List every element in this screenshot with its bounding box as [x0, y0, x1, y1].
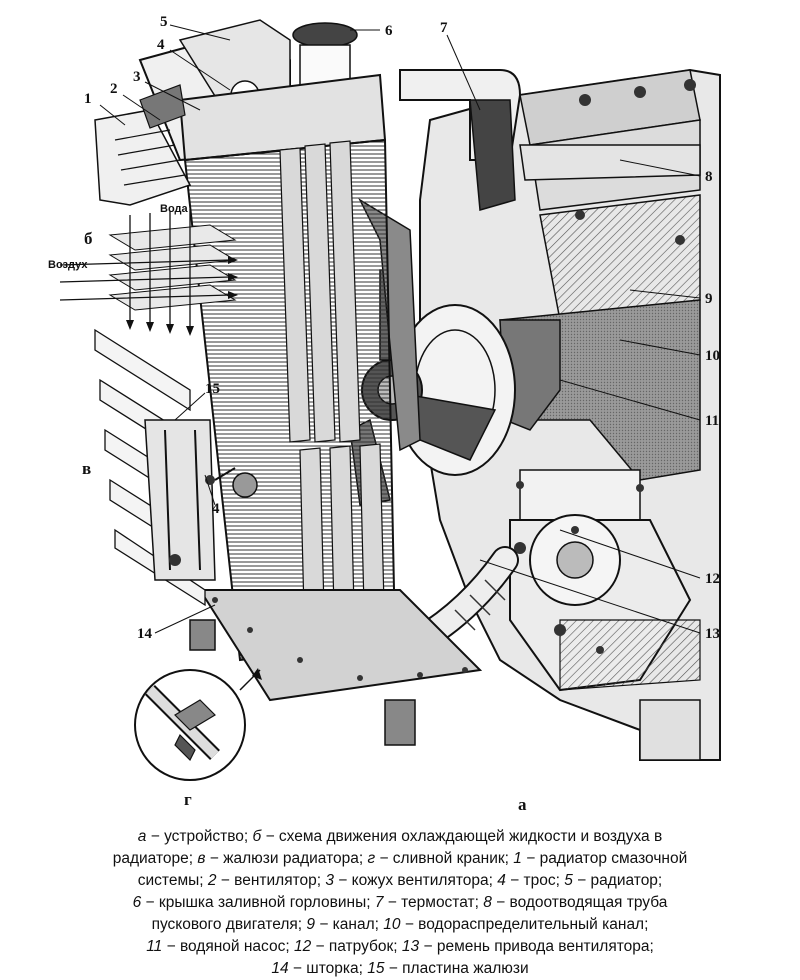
caption-text: радиаторе; — [112, 850, 198, 867]
callout-10: 10 — [705, 348, 720, 364]
caption-line: 11 − водяной насос; 12 − патрубок; 13 − … — [40, 936, 760, 958]
caption-key: 9 — [306, 916, 316, 933]
inset-flow-scheme: Вода Воздух — [48, 203, 238, 336]
caption-line: 6 − крышка заливной горловины; 7 − термо… — [40, 892, 760, 914]
callout-8: 8 — [705, 169, 713, 185]
callout-6: 6 — [385, 23, 393, 39]
caption-key: 4 — [497, 872, 506, 889]
cooling-system-diagram: Вода Воздух — [48, 14, 721, 814]
callout-14: 14 — [137, 626, 153, 642]
inset-label-water: Вода — [160, 203, 189, 215]
caption-key: 10 — [383, 916, 401, 933]
callouts: 1 2 3 4 5 6 7 8 9 10 11 12 13 14 15 4 — [84, 14, 720, 642]
caption-text: − устройство; — [146, 828, 253, 845]
caption-key: а — [137, 828, 147, 845]
caption-text: − радиатор смазочной — [521, 850, 688, 867]
caption-text: − сливной краник; — [375, 850, 514, 867]
callout-3: 3 — [133, 69, 141, 85]
caption-line: системы; 2 − вентилятор; 3 − кожух венти… — [40, 870, 760, 892]
caption-key: 2 — [207, 872, 217, 889]
caption-text: − водоотводящая труба — [491, 894, 668, 911]
caption-text: − пластина жалюзи — [384, 960, 529, 977]
callout-11: 11 — [705, 413, 719, 429]
caption-key: 5 — [564, 872, 573, 889]
caption-key: г — [367, 850, 376, 867]
callout-13: 13 — [705, 626, 720, 642]
caption-text: − канал; — [315, 916, 384, 933]
sublabel-v: в — [82, 459, 91, 478]
caption-key: 13 — [401, 938, 420, 955]
callout-7: 7 — [440, 20, 448, 36]
callout-12: 12 — [705, 571, 720, 587]
callout-2: 2 — [110, 81, 118, 97]
sublabel-a: а — [518, 795, 527, 814]
caption-line: 14 − шторка; 15 − пластина жалюзи — [40, 958, 760, 980]
caption-key: в — [197, 850, 206, 867]
caption-key: 14 — [271, 960, 289, 977]
engine-block — [399, 68, 721, 761]
radiator — [138, 19, 483, 746]
callout-9: 9 — [705, 291, 713, 307]
caption-key: 11 — [146, 938, 163, 955]
caption-text: − трос; — [505, 872, 565, 889]
caption-key: 7 — [374, 894, 384, 911]
caption-key: 3 — [325, 872, 334, 889]
caption-text: − вентилятор; — [216, 872, 326, 889]
leader-lines — [99, 24, 701, 634]
caption-key: 1 — [513, 850, 522, 867]
caption-line: пускового двигателя; 9 − канал; 10 − вод… — [40, 914, 760, 936]
caption-text: − жалюзи радиатора; — [205, 850, 368, 867]
caption-text: − крышка заливной горловины; — [141, 894, 375, 911]
inset-louvres — [94, 328, 236, 607]
caption-text: − водораспределительный канал; — [400, 916, 649, 933]
sublabel-b: б — [84, 229, 93, 248]
figure-caption: а − устройство; б − схема движения охлаж… — [40, 826, 760, 980]
caption-text: − схема движения охлаждающей жидкости и … — [261, 828, 663, 845]
caption-text: системы; — [137, 872, 208, 889]
caption-text: − патрубок; — [311, 938, 402, 955]
callout-1: 1 — [84, 91, 92, 107]
caption-text: − радиатор; — [572, 872, 663, 889]
caption-text: − шторка; — [288, 960, 368, 977]
caption-line: радиаторе; в − жалюзи радиатора; г − сли… — [40, 848, 760, 870]
caption-key: 8 — [483, 894, 492, 911]
caption-key: 15 — [367, 960, 385, 977]
inset-drain-valve — [134, 668, 262, 781]
caption-key: 6 — [132, 894, 142, 911]
caption-text: − кожух вентилятора; — [334, 872, 498, 889]
caption-key: б — [252, 828, 262, 845]
caption-line: а − устройство; б − схема движения охлаж… — [40, 826, 760, 848]
inset-label-air: Воздух — [48, 259, 88, 271]
callout-5: 5 — [160, 14, 168, 30]
caption-key: 12 — [293, 938, 312, 955]
callout-4-second: 4 — [212, 501, 220, 517]
oil-radiator — [94, 84, 192, 206]
caption-text: − ремень привода вентилятора; — [419, 938, 654, 955]
caption-text: пускового двигателя; — [151, 916, 307, 933]
callout-15: 15 — [205, 381, 220, 397]
caption-text: − водяной насос; — [162, 938, 294, 955]
caption-text: − термостат; — [383, 894, 484, 911]
sublabel-g: г — [184, 790, 192, 809]
callout-4: 4 — [157, 37, 165, 53]
